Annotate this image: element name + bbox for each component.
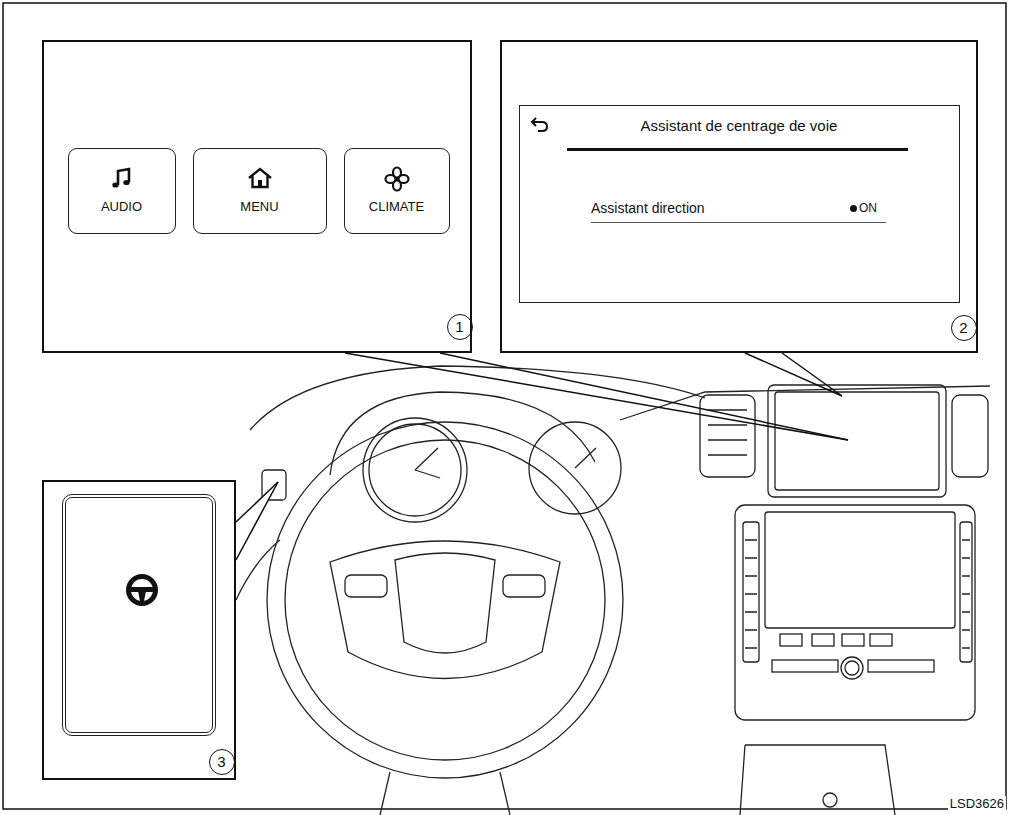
callout-circle: 1 — [447, 314, 473, 340]
callout-panel: 2Assistant de centrage de voieAssistant … — [500, 40, 978, 353]
dashboard-illustration — [735, 505, 975, 720]
dashboard-illustration — [369, 424, 461, 516]
dashboard-illustration — [395, 553, 495, 653]
button-icon — [395, 177, 399, 181]
settings-screen: Assistant de centrage de voieAssistant d… — [519, 105, 960, 303]
dashboard-illustration — [330, 541, 560, 679]
title-underline — [567, 148, 908, 151]
back-arrow-icon — [532, 122, 547, 131]
dashboard-illustration — [842, 634, 864, 646]
dashboard-illustration — [267, 422, 623, 778]
leader-line — [345, 353, 848, 440]
callout-panel: 1 AUDIO MENU CLIMATE — [42, 40, 472, 353]
button-icon — [109, 166, 135, 192]
dashboard-illustration — [740, 745, 895, 815]
steering-icon — [138, 591, 146, 601]
dashboard-illustration — [868, 660, 934, 672]
dashboard-illustration — [503, 575, 545, 597]
dashboard-illustration — [962, 540, 970, 648]
steering-icon — [124, 572, 160, 608]
dashboard-illustration — [870, 634, 892, 646]
steering-icon — [131, 579, 153, 601]
dashboard-illustration — [363, 418, 467, 522]
screen-outline — [62, 494, 216, 736]
button-label: AUDIO — [69, 199, 174, 214]
menu-button: MENU — [193, 148, 327, 234]
setting-name: Assistant direction — [591, 200, 705, 216]
button-icon — [253, 176, 268, 187]
button-icon — [258, 180, 262, 187]
button-icon — [399, 175, 409, 183]
dashboard-illustration — [575, 448, 596, 468]
setting-value: ON — [859, 201, 877, 215]
outer-frame — [3, 3, 1006, 809]
button-icon — [118, 169, 129, 185]
button-icon — [109, 166, 135, 192]
dashboard-illustration — [745, 540, 757, 648]
callout-wedge — [236, 482, 278, 522]
dashboard-illustration — [772, 660, 838, 672]
back-arrow-icon — [530, 115, 550, 133]
callout-circle: 3 — [209, 749, 235, 775]
callout-wedge — [236, 482, 278, 560]
dashboard-illustration — [780, 634, 802, 646]
steering-icon — [124, 572, 160, 608]
callout-circle: 2 — [951, 315, 977, 341]
leader-line — [745, 353, 842, 396]
dashboard-illustration — [380, 772, 510, 815]
dashboard-illustration — [415, 470, 440, 478]
dashboard-illustration — [775, 392, 939, 490]
dashboard-illustration — [823, 793, 837, 807]
outer-frame — [3, 3, 1006, 809]
dashboard-illustration — [960, 522, 972, 662]
button-icon — [384, 166, 410, 192]
dashboard-illustration — [529, 422, 621, 514]
button-icon — [247, 166, 273, 192]
leader-line — [440, 353, 848, 440]
button-label: MENU — [194, 199, 325, 214]
dashboard-illustration — [845, 661, 859, 675]
dashboard-illustration — [841, 657, 863, 679]
button-icon — [386, 168, 409, 191]
button-icon — [247, 166, 273, 192]
toggle-dot — [850, 205, 857, 212]
row-underline — [591, 222, 886, 223]
dashboard-illustration — [765, 512, 955, 628]
callout-number: 2 — [952, 316, 975, 339]
button-icon — [112, 182, 118, 187]
dashboard-illustration — [952, 395, 988, 477]
callout-wedge — [236, 482, 278, 560]
leader-line — [782, 353, 842, 396]
button-icon — [123, 180, 129, 185]
dashboard-illustration — [768, 385, 946, 497]
audio-button: AUDIO — [68, 148, 176, 234]
dashboard-illustration — [743, 522, 759, 662]
leader-line — [345, 353, 848, 440]
figure-code: LSD3626 — [948, 796, 1006, 811]
dashboard-illustration — [812, 634, 834, 646]
button-icon — [384, 166, 410, 192]
button-label: CLIMATE — [345, 199, 448, 214]
dashboard-illustration — [700, 395, 755, 477]
callout-panel: 3 — [42, 480, 236, 780]
screen-title: Assistant de centrage de voie — [520, 117, 958, 134]
dashboard-illustration — [345, 575, 387, 597]
dashboard-illustration — [415, 448, 438, 470]
callout-number: 3 — [210, 750, 233, 773]
callout-wedge — [236, 482, 278, 560]
callout-number: 1 — [448, 315, 471, 338]
climate-button: CLIMATE — [344, 148, 450, 234]
steering-icon — [126, 574, 158, 606]
dashboard-illustration — [285, 440, 605, 760]
dashboard-illustration — [236, 366, 990, 815]
button-icon — [386, 175, 396, 183]
back-arrow-icon — [530, 115, 550, 133]
